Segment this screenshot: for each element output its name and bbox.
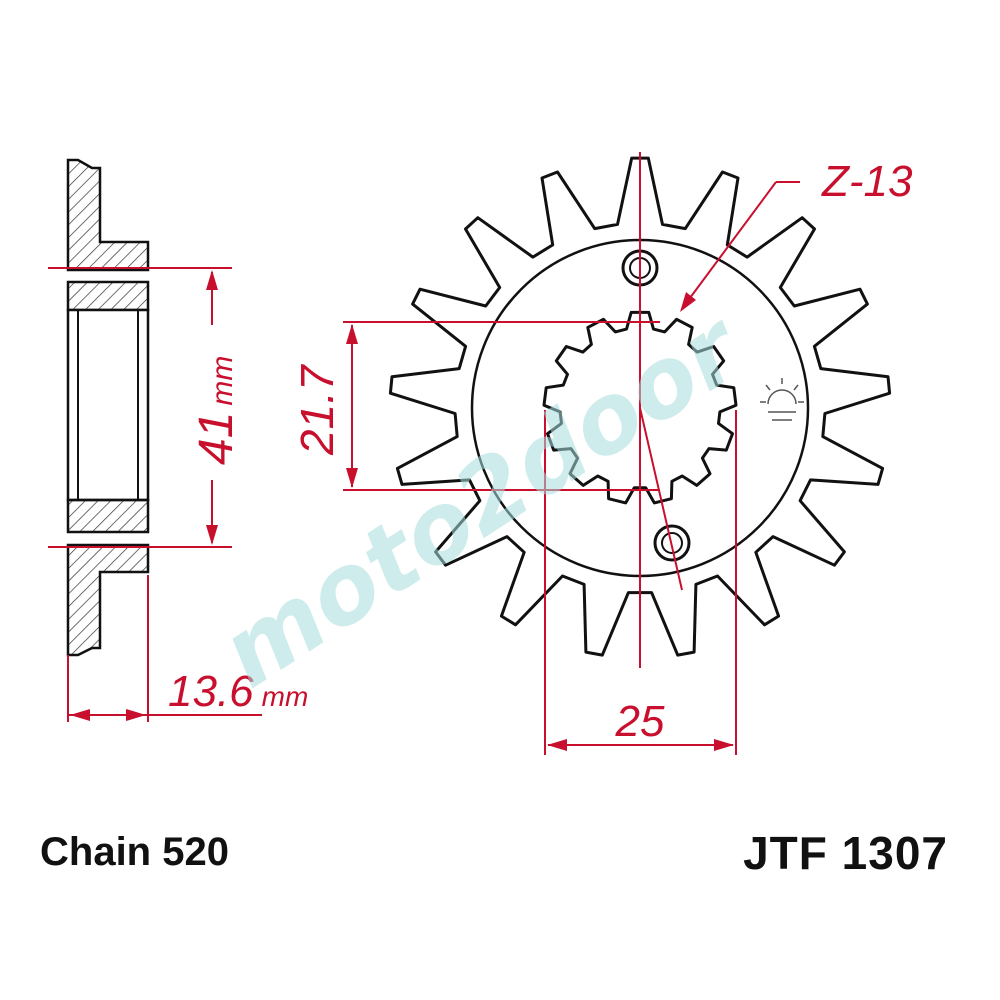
- dim-25-label: 25: [615, 697, 665, 746]
- part-number: JTF 1307: [743, 827, 948, 879]
- z13-leader-arrow: [680, 292, 696, 312]
- side-bore: [66, 308, 150, 502]
- dim-21-7-arrow-top: [346, 324, 358, 344]
- mounting-hole: [653, 524, 691, 562]
- dim-41-label: 41mm: [190, 356, 243, 465]
- dim-41-arrow-top: [206, 270, 218, 290]
- watermark-logo: moto2door: [202, 290, 765, 710]
- dim-25-arrow-right: [714, 739, 734, 751]
- center-line-diagonal: [639, 407, 683, 591]
- dim-21-7-arrow-bottom: [346, 468, 358, 488]
- side-profile-bottom: [66, 543, 150, 657]
- dim-13-6-arrow-left: [70, 709, 90, 721]
- dim-21-7-label: 21.7: [291, 364, 343, 456]
- dim-13-6-arrow-right: [126, 709, 146, 721]
- dim-25-arrow-left: [547, 739, 567, 751]
- sprocket-outline: [388, 156, 892, 657]
- chain-size-label: Chain 520: [40, 830, 229, 874]
- watermark-text: moto2door: [202, 290, 765, 710]
- dim-41-arrow-bottom: [206, 525, 218, 545]
- side-profile-top: [66, 158, 150, 272]
- sun-icon: [760, 378, 804, 421]
- z13-leader-diagonal: [683, 181, 777, 307]
- side-hub-upper: [66, 280, 150, 312]
- side-hub-lower: [66, 498, 150, 534]
- z13-label: Z-13: [821, 157, 913, 206]
- spline-bore: [542, 310, 738, 505]
- front-view: 21.7 25 Z-13: [291, 152, 913, 755]
